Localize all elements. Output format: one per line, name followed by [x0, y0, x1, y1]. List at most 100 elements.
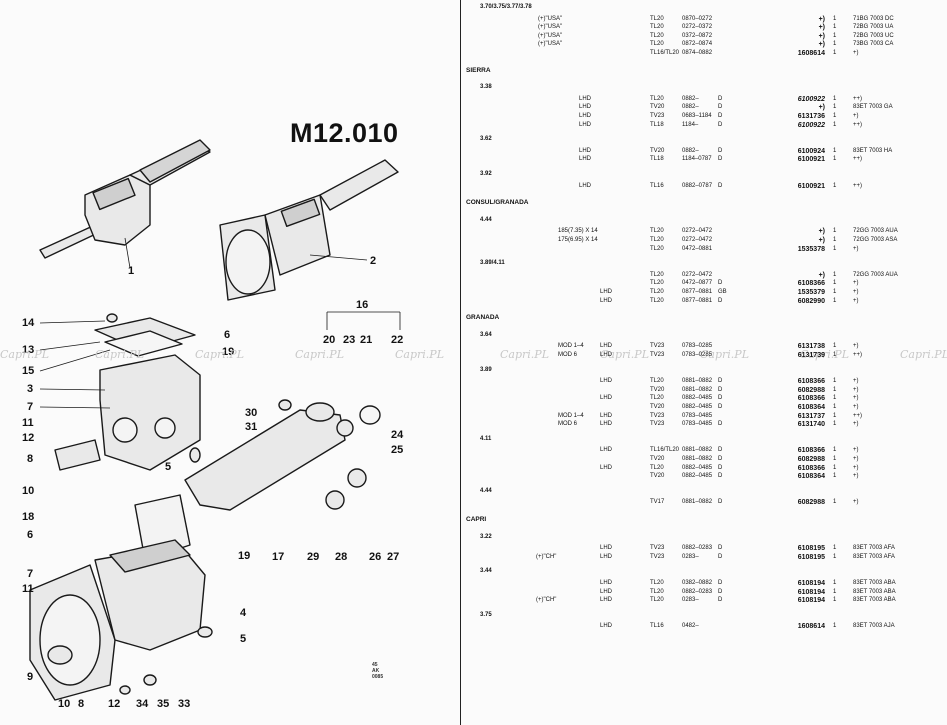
quantity-cell: 1 — [833, 245, 837, 252]
quantity-cell: 1 — [833, 104, 837, 111]
callout-27: 27 — [387, 551, 400, 563]
callout-11: 11 — [22, 417, 34, 429]
date-range-cell: 0272–0472 — [682, 228, 713, 235]
reference-cell: 71BG 7003 DC — [853, 15, 894, 22]
leader-3 — [39, 388, 106, 391]
reference-cell: +) — [853, 50, 859, 56]
quantity-cell: 1 — [833, 588, 837, 595]
gearbox-type-cell: TL20 — [650, 280, 664, 287]
gasket — [104, 330, 183, 357]
option-cell: (+)"USA" — [538, 41, 563, 48]
callout-33: 33 — [178, 698, 191, 710]
country-code-cell: D — [718, 456, 723, 462]
date-range-cell: 1184– — [682, 121, 699, 128]
country-code-cell: D — [718, 597, 723, 604]
callout-26: 26 — [369, 551, 382, 563]
reference-cell: 83ET 7003 ABA — [853, 597, 896, 604]
gearbox-type-cell: TL20 — [650, 41, 664, 48]
drive-side-cell: LHD — [600, 553, 613, 560]
reference-cell: ++) — [853, 412, 863, 419]
gearbox-illustration — [29, 139, 401, 701]
axle-ratio: 3.64 — [480, 331, 492, 338]
part-number-cell: +) — [818, 15, 825, 23]
callout-18: 18 — [22, 511, 35, 523]
gearbox-type-cell: TL16/TL20 — [650, 50, 680, 56]
axle-ratio: 4.44 — [480, 487, 492, 494]
reference-cell: 73BG 7003 CA — [853, 41, 894, 48]
country-code-cell: D — [718, 95, 723, 102]
quantity-cell: 1 — [833, 50, 837, 56]
drive-side-cell: LHD — [600, 378, 613, 385]
reference-cell: ++) — [853, 182, 863, 189]
leader-7 — [39, 406, 111, 409]
quantity-cell: 1 — [833, 271, 837, 278]
bellhousing-opening-2 — [225, 229, 271, 295]
date-range-cell: 0877–0881 — [682, 289, 713, 295]
axle-ratio: 3.70/3.75/3.77/3.78 — [480, 4, 532, 10]
callout-16: 16 — [356, 299, 369, 311]
leader-15 — [39, 349, 111, 372]
reference-cell: +) — [853, 395, 859, 402]
diagram-code: M12.010 — [290, 118, 399, 148]
gearbox-type-cell: TL18 — [650, 121, 664, 128]
country-code-cell: D — [718, 386, 723, 393]
reference-cell: 72GG 7003 ASA — [853, 237, 898, 243]
quantity-cell: 1 — [833, 395, 837, 402]
callout-19b: 19 — [238, 550, 251, 562]
part-number-cell: 6108195 — [797, 553, 825, 561]
callout-7b: 7 — [27, 568, 34, 580]
quantity-cell: 1 — [833, 623, 837, 630]
date-range-cell: 0882– — [682, 95, 699, 102]
date-range-cell: 0882–0485 — [682, 395, 713, 402]
reference-cell: +) — [853, 404, 859, 410]
reference-cell: 83ET 7003 ABA — [853, 580, 896, 586]
model-cell: MOD 1–4 — [558, 343, 584, 350]
gearbox-type-cell: TV20 — [650, 147, 665, 154]
exploded-gearbox-diagram: M12.010 1 2 14 13 15 3 7 11 12 8 10 6 19… — [0, 0, 460, 725]
gearbox-type-cell: TL20 — [650, 228, 664, 235]
callout-9: 9 — [27, 671, 34, 683]
date-range-cell: 0881–0882 — [682, 378, 713, 385]
quantity-cell: 1 — [833, 289, 837, 295]
date-range-cell: 0881–0882 — [682, 499, 713, 506]
reference-cell: 83ET 7003 AFA — [853, 545, 895, 552]
gearbox-type-cell: TV23 — [650, 343, 665, 350]
quantity-cell: 1 — [833, 499, 837, 506]
date-range-cell: 0882–0485 — [682, 464, 713, 471]
reference-cell: +) — [853, 113, 859, 119]
quantity-cell: 1 — [833, 95, 837, 102]
drive-side-cell: LHD — [579, 104, 592, 111]
quantity-cell: 1 — [833, 228, 837, 235]
watermark: Capri.PL — [600, 348, 649, 361]
counter-bore — [154, 417, 176, 439]
callout-22: 22 — [391, 334, 404, 346]
country-code-cell: D — [718, 297, 723, 304]
part-number-cell: 6108194 — [797, 597, 825, 605]
part-number-cell: +) — [818, 24, 825, 32]
watermark: Capri.PL — [195, 348, 244, 361]
callout-30: 30 — [245, 407, 258, 419]
callout-8b: 8 — [78, 698, 85, 710]
callout-6b: 6 — [27, 529, 34, 541]
callout-19: 19 — [222, 346, 235, 358]
part-number-cell: 6108194 — [797, 588, 825, 596]
quantity-cell: 1 — [833, 237, 837, 243]
drive-side-cell: LHD — [600, 464, 613, 471]
seal-ring — [336, 419, 354, 437]
date-range-cell: 0881–0882 — [682, 456, 713, 462]
gearbox-type-cell: TL16/TL20 — [650, 447, 680, 454]
stamp-line-2: AK — [372, 668, 380, 674]
date-range-cell: 0882–0485 — [682, 473, 713, 480]
date-range-cell: 0874–0882 — [682, 50, 713, 56]
country-code-cell: D — [718, 588, 723, 595]
gearbox-type-cell: TL20 — [650, 32, 664, 39]
drive-side-cell: LHD — [579, 156, 592, 163]
callout-12b: 12 — [108, 698, 121, 710]
reference-cell: 72GG 7003 AUA — [853, 271, 898, 278]
reference-cell: 72BG 7003 UA — [853, 24, 894, 31]
drive-side-cell: LHD — [579, 182, 592, 189]
selector-plunger — [278, 399, 292, 411]
spec-note-cell: 175(6.95) X 14 — [558, 237, 598, 243]
gearbox-type-cell: TL20 — [650, 271, 664, 278]
reference-cell: 83ET 7003 HA — [853, 147, 893, 154]
